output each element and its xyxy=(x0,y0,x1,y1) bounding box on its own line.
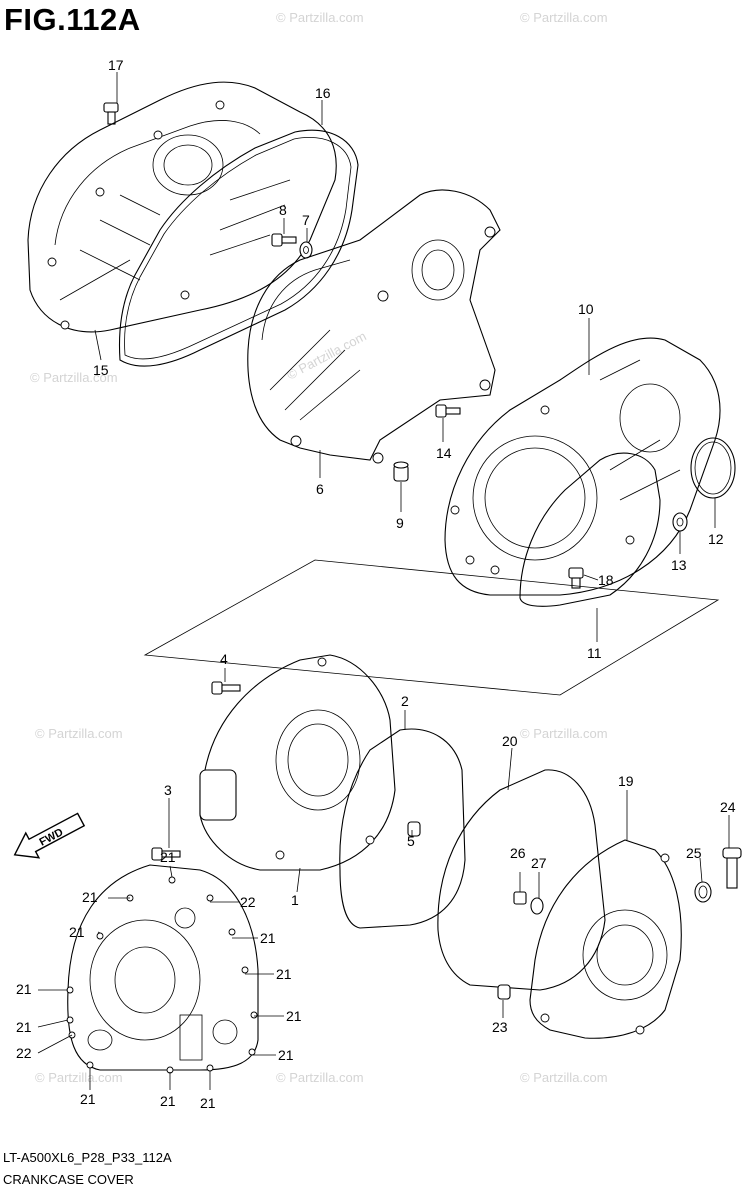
callout-18: 18 xyxy=(598,572,614,588)
ring-13 xyxy=(672,512,688,532)
callout-21: 21 xyxy=(200,1095,216,1111)
callout-7: 7 xyxy=(302,212,310,228)
dowel-pin-5 xyxy=(407,821,421,837)
callout-20: 20 xyxy=(502,733,518,749)
callout-9: 9 xyxy=(396,515,404,531)
cover-1 xyxy=(199,654,396,871)
watermark: © Partzilla.com xyxy=(284,328,368,382)
watermark: © Partzilla.com xyxy=(276,1070,364,1085)
callout-4: 4 xyxy=(220,651,228,667)
callout-21: 21 xyxy=(16,981,32,997)
callout-1: 1 xyxy=(291,892,299,908)
callout-numbers: 17 16 15 8 7 6 9 10 14 12 13 18 11 4 2 3… xyxy=(16,57,736,1111)
callout-11: 11 xyxy=(587,645,602,661)
cover-bolt-layout xyxy=(66,864,259,1074)
watermark: © Partzilla.com xyxy=(30,370,118,385)
dowel-pin-9 xyxy=(393,461,409,482)
watermark: © Partzilla.com xyxy=(276,10,364,25)
forward-arrow-icon: FWD xyxy=(13,812,86,859)
drawing-code: LT-A500XL6_P28_P33_112A xyxy=(3,1150,172,1165)
callout-21: 21 xyxy=(82,889,98,905)
callout-22: 22 xyxy=(240,894,256,910)
crankcase-cover-gasket-11 xyxy=(519,452,661,607)
figure-title: FIG.112A xyxy=(4,2,141,37)
callout-10: 10 xyxy=(578,301,594,317)
gasket-2 xyxy=(339,728,466,929)
callout-16: 16 xyxy=(315,85,331,101)
clutch-cover-gasket-16 xyxy=(118,129,359,367)
inner-clutch-housing-6 xyxy=(247,189,501,464)
callout-15: 15 xyxy=(93,362,109,378)
callout-19: 19 xyxy=(618,773,634,789)
filler-cap-24 xyxy=(722,847,742,889)
washer-27 xyxy=(530,897,544,915)
callout-14: 14 xyxy=(436,445,452,461)
callout-21: 21 xyxy=(16,1019,32,1035)
callout-23: 23 xyxy=(492,1019,508,1035)
crankcase-cover-10 xyxy=(444,337,721,596)
callout-27: 27 xyxy=(531,855,547,871)
callout-2: 2 xyxy=(401,693,409,709)
cover-19 xyxy=(529,839,682,1039)
callout-21: 21 xyxy=(286,1008,302,1024)
watermark: © Partzilla.com xyxy=(35,1070,123,1085)
callout-21: 21 xyxy=(69,924,85,940)
callout-6: 6 xyxy=(316,481,324,497)
o-ring-25 xyxy=(694,881,712,903)
bolt-4 xyxy=(211,681,241,695)
callout-21: 21 xyxy=(160,849,176,865)
watermark: © Partzilla.com xyxy=(520,10,608,25)
watermark: © Partzilla.com xyxy=(520,1070,608,1085)
bolt-3 xyxy=(151,847,181,861)
callout-5: 5 xyxy=(407,833,415,849)
plug-18 xyxy=(568,567,584,589)
bolt-17 xyxy=(103,102,119,125)
gasket-12 xyxy=(690,437,736,499)
callout-12: 12 xyxy=(708,531,724,547)
callout-21: 21 xyxy=(260,930,276,946)
callout-24: 24 xyxy=(720,799,736,815)
callout-8: 8 xyxy=(279,202,287,218)
subassembly-frame xyxy=(143,559,720,696)
washer-7 xyxy=(299,241,313,259)
watermark: © Partzilla.com xyxy=(35,726,123,741)
callout-21: 21 xyxy=(276,966,292,982)
watermark: © Partzilla.com xyxy=(520,726,608,741)
callout-21: 21 xyxy=(278,1047,294,1063)
dowel-pin-23 xyxy=(497,984,511,1000)
fwd-label: FWD xyxy=(38,826,66,848)
gasket-20 xyxy=(437,769,606,991)
callout-13: 13 xyxy=(671,557,687,573)
bolt-14 xyxy=(435,404,461,418)
watermarks: © Partzilla.com © Partzilla.com © Partzi… xyxy=(30,10,608,1085)
bolt-8 xyxy=(271,233,297,247)
leader-lines xyxy=(37,72,730,1090)
callout-26: 26 xyxy=(510,845,526,861)
callout-21: 21 xyxy=(160,1093,176,1109)
callout-17: 17 xyxy=(108,57,124,73)
callout-25: 25 xyxy=(686,845,702,861)
callout-21: 21 xyxy=(80,1091,96,1107)
figure-caption: CRANKCASE COVER xyxy=(3,1172,134,1187)
callout-22: 22 xyxy=(16,1045,32,1061)
bolt-26 xyxy=(513,891,527,905)
clutch-outer-cover xyxy=(27,81,337,333)
callout-3: 3 xyxy=(164,782,172,798)
